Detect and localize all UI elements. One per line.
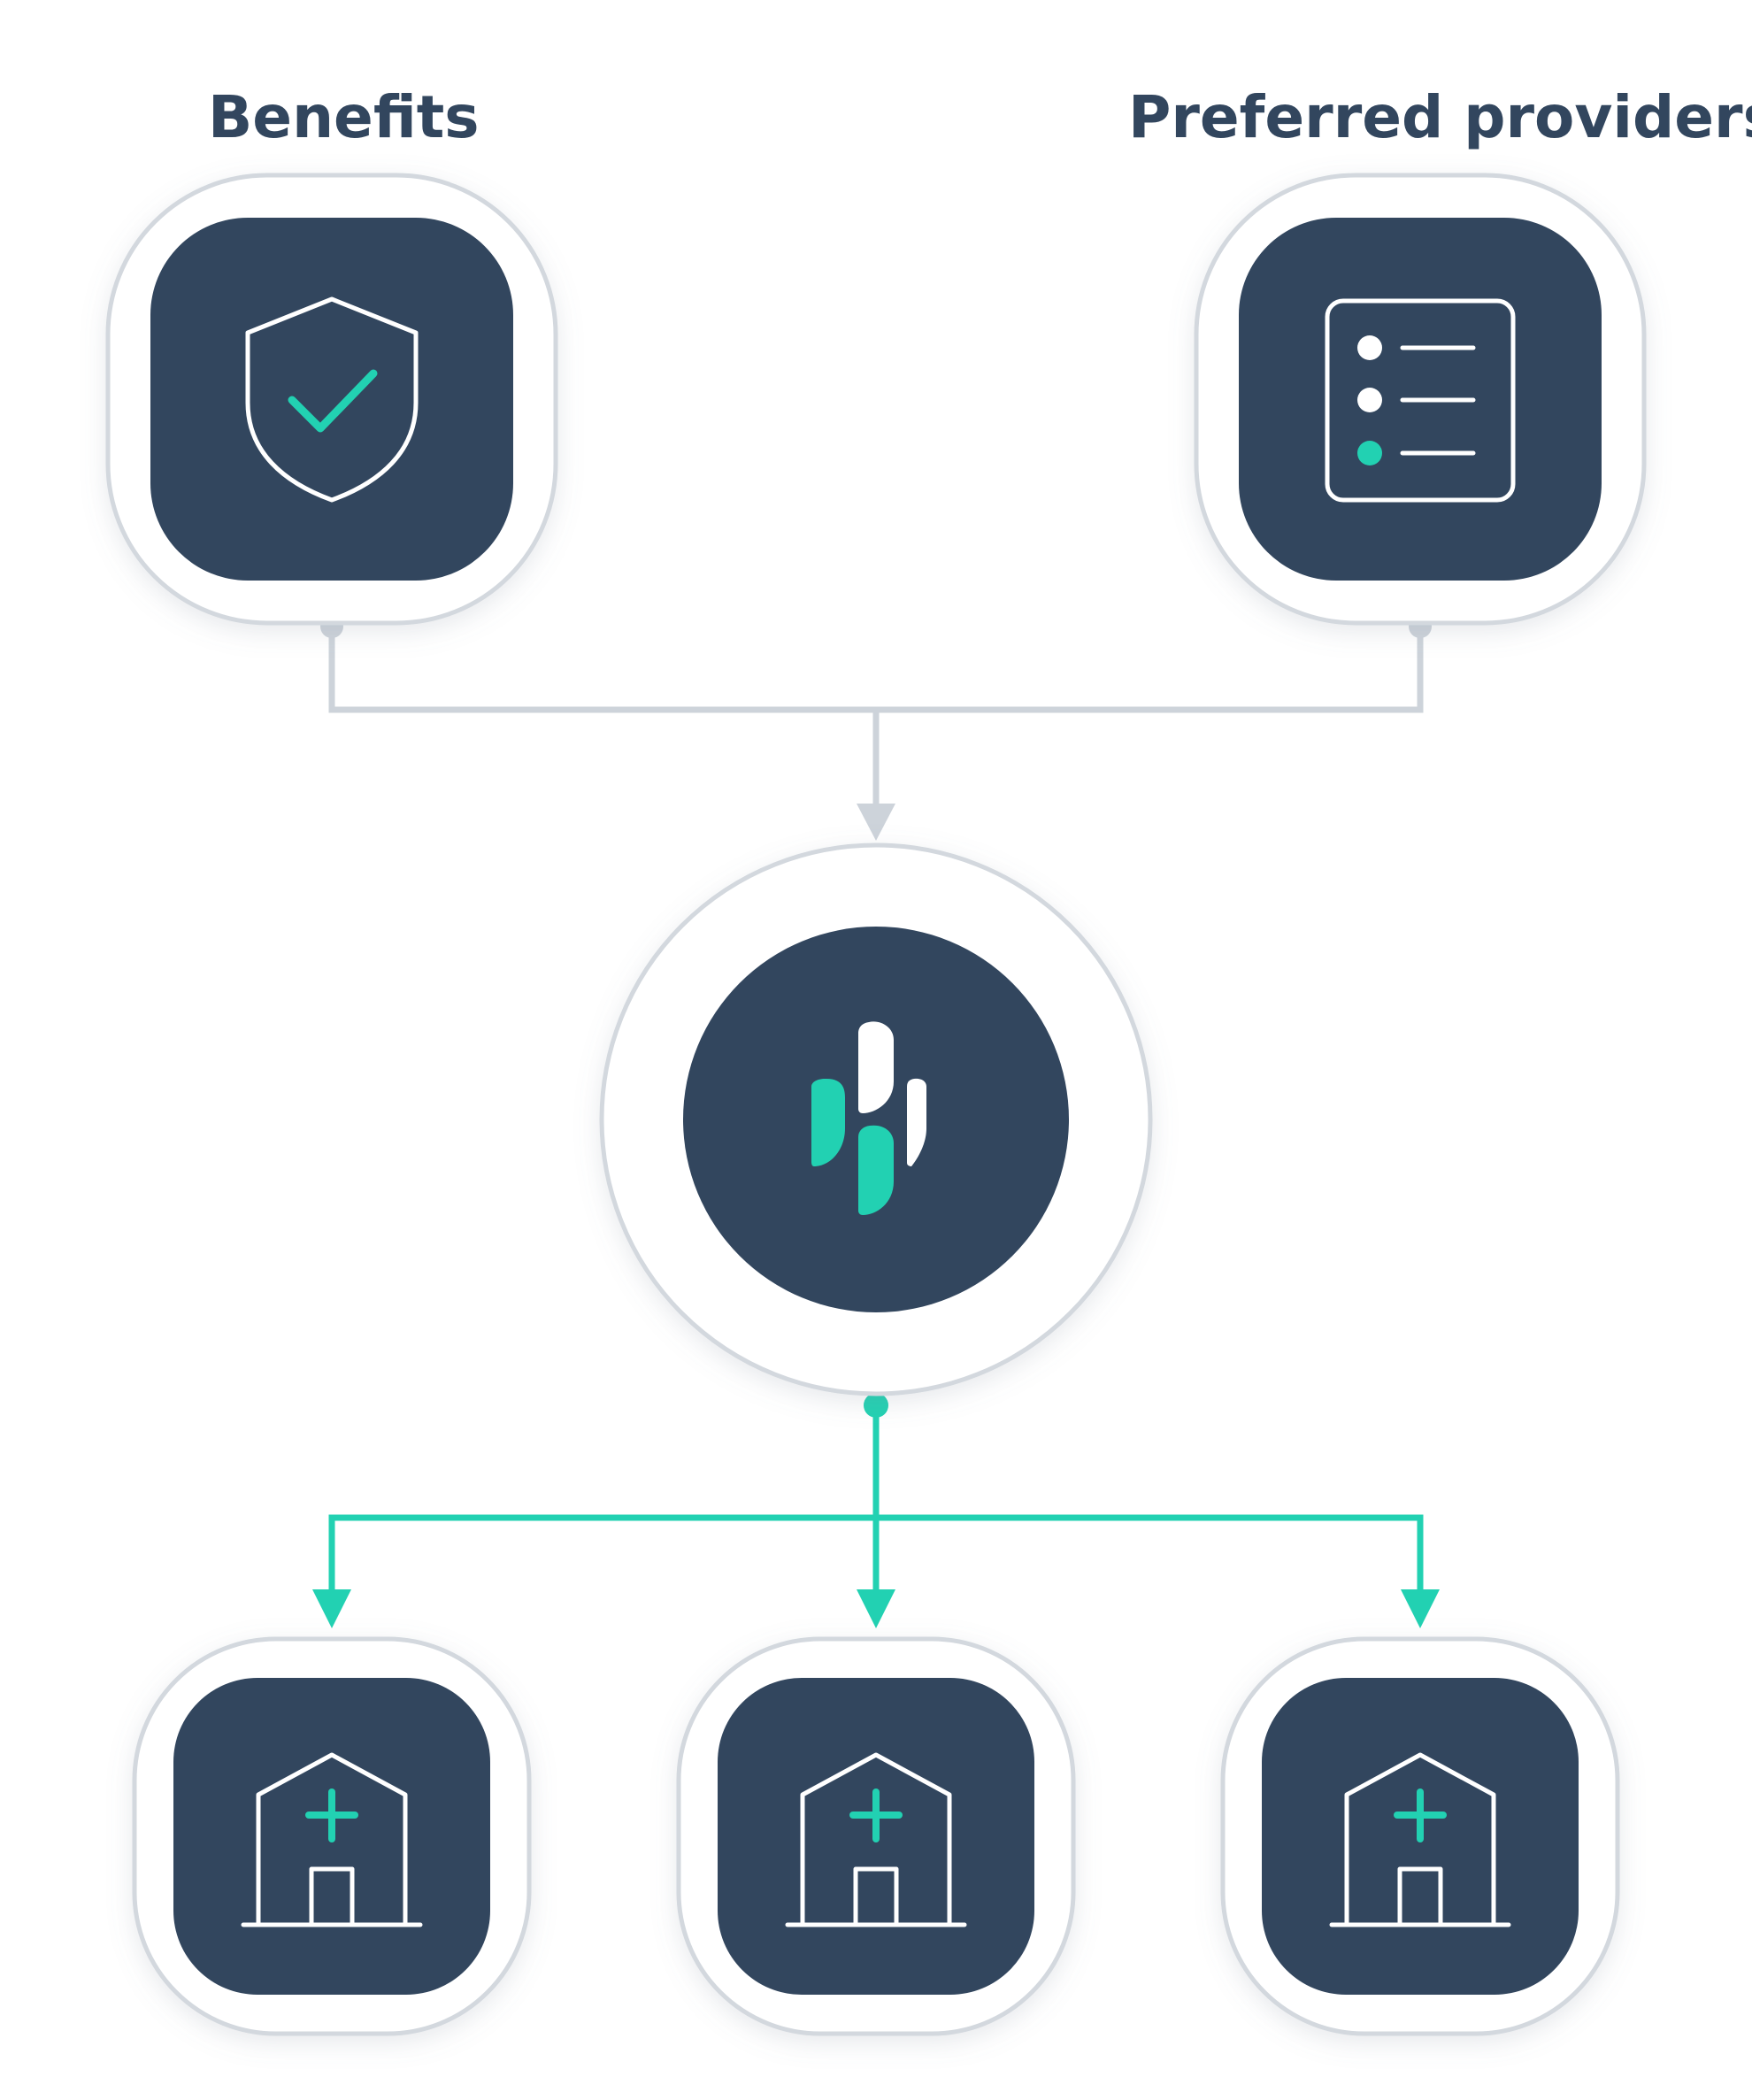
benefits-tile — [150, 218, 513, 581]
benefits-label: Benefits — [208, 83, 480, 151]
providers-node — [1194, 173, 1647, 626]
hub-node — [599, 842, 1153, 1396]
shield-check-icon — [245, 296, 419, 503]
benefits-node — [105, 173, 558, 626]
output-arrowhead-3 — [1401, 1589, 1440, 1628]
hub-connector-dot — [864, 1393, 888, 1418]
hub-disc — [683, 927, 1069, 1312]
hospital-icon — [241, 1752, 423, 1927]
list-icon — [1325, 298, 1516, 503]
hospital-icon — [785, 1752, 967, 1927]
output-arrowhead-2 — [857, 1589, 895, 1628]
hospital-node-1 — [132, 1636, 532, 2036]
preferred-providers-label: Preferred providers — [1128, 83, 1752, 151]
output-connector — [328, 1405, 1424, 1593]
output-arrowhead-1 — [312, 1589, 351, 1628]
input-arrowhead — [857, 804, 895, 841]
hospital-node-2 — [676, 1636, 1076, 2036]
hospital-icon — [1329, 1752, 1511, 1927]
hospital-node-3 — [1220, 1636, 1620, 2036]
input-connector — [328, 627, 1424, 807]
brand-logo-icon — [811, 1021, 926, 1215]
